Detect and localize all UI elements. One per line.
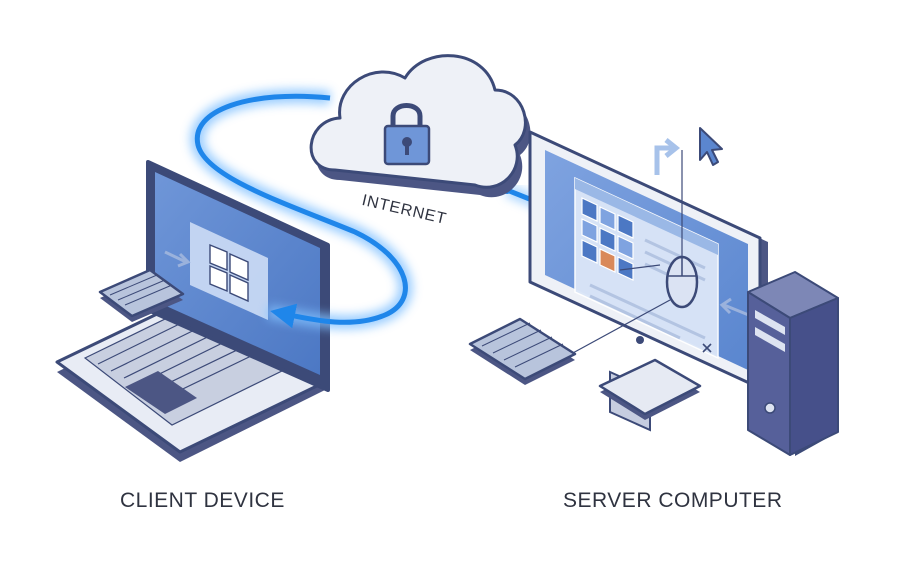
monitor-stand [598, 358, 702, 432]
mouse-pointer-icon [699, 127, 723, 166]
windows-logo-icon [209, 243, 249, 303]
drive-bays [755, 310, 785, 352]
client-device-label: CLIENT DEVICE [120, 489, 285, 512]
input-arrow-icon [164, 250, 191, 268]
server-computer-label: SERVER COMPUTER [563, 489, 783, 512]
mouse-icon [665, 150, 699, 309]
close-icon [702, 343, 712, 353]
server-computer [468, 127, 768, 432]
app-tiles [581, 197, 634, 281]
cloud-icon [309, 54, 531, 198]
power-button-icon [764, 402, 776, 414]
laptop-trackpad [125, 371, 197, 414]
upload-arrow-icon [654, 138, 681, 175]
padlock-icon [383, 103, 431, 166]
connector-lines [559, 264, 671, 361]
server-keyboard [468, 317, 577, 385]
server-tower [747, 271, 839, 456]
client-keyboard [98, 268, 185, 322]
power-button-icon [636, 336, 644, 344]
